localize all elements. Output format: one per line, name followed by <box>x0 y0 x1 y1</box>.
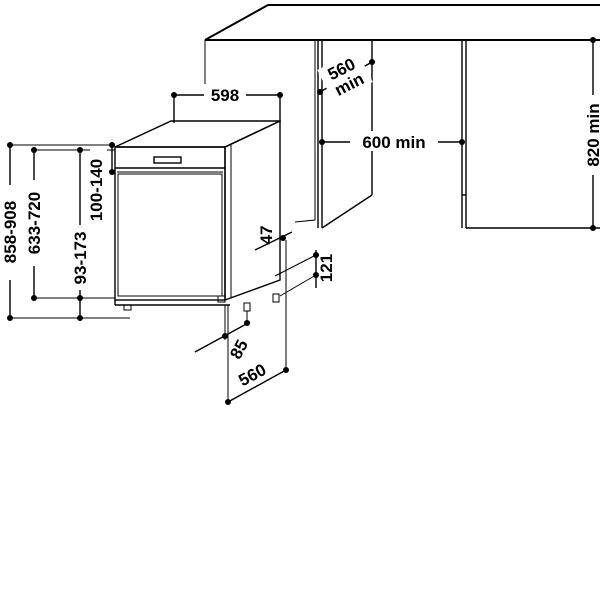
door-height-label: 633-720 <box>25 192 44 254</box>
dishwasher-body <box>114 119 281 312</box>
dimension-total-height: 858-908 <box>1 142 130 321</box>
dimension-niche-height: 820 min <box>583 37 600 231</box>
door-offset-label: 47 <box>257 226 276 245</box>
kitchen-niche <box>204 4 600 229</box>
dimension-cabinet-depth: 560 min <box>317 49 375 103</box>
total-height-label: 858-908 <box>1 201 20 263</box>
niche-height-label: 820 min <box>584 103 600 166</box>
dimension-door-height: 633-720 <box>25 147 115 301</box>
dimension-plinth: 93-173 <box>71 147 90 321</box>
niche-width-label: 600 min <box>362 133 425 152</box>
foot-depth-label: 85 <box>226 337 252 363</box>
dimension-toekick: 100-140 <box>87 142 115 232</box>
width-label: 598 <box>211 86 239 105</box>
appliance-depth-label: 560 <box>235 360 269 390</box>
dimension-foot-height: 121 <box>274 250 336 297</box>
plinth-label: 93-173 <box>71 232 90 285</box>
toekick-label: 100-140 <box>87 159 106 221</box>
dimension-niche-width: 600 min <box>319 131 465 152</box>
dimension-foot-depth: 85 <box>194 305 252 363</box>
foot-height-label: 121 <box>317 254 336 282</box>
dimension-width: 598 <box>171 84 283 123</box>
dimension-door-offset: 47 <box>254 226 293 251</box>
